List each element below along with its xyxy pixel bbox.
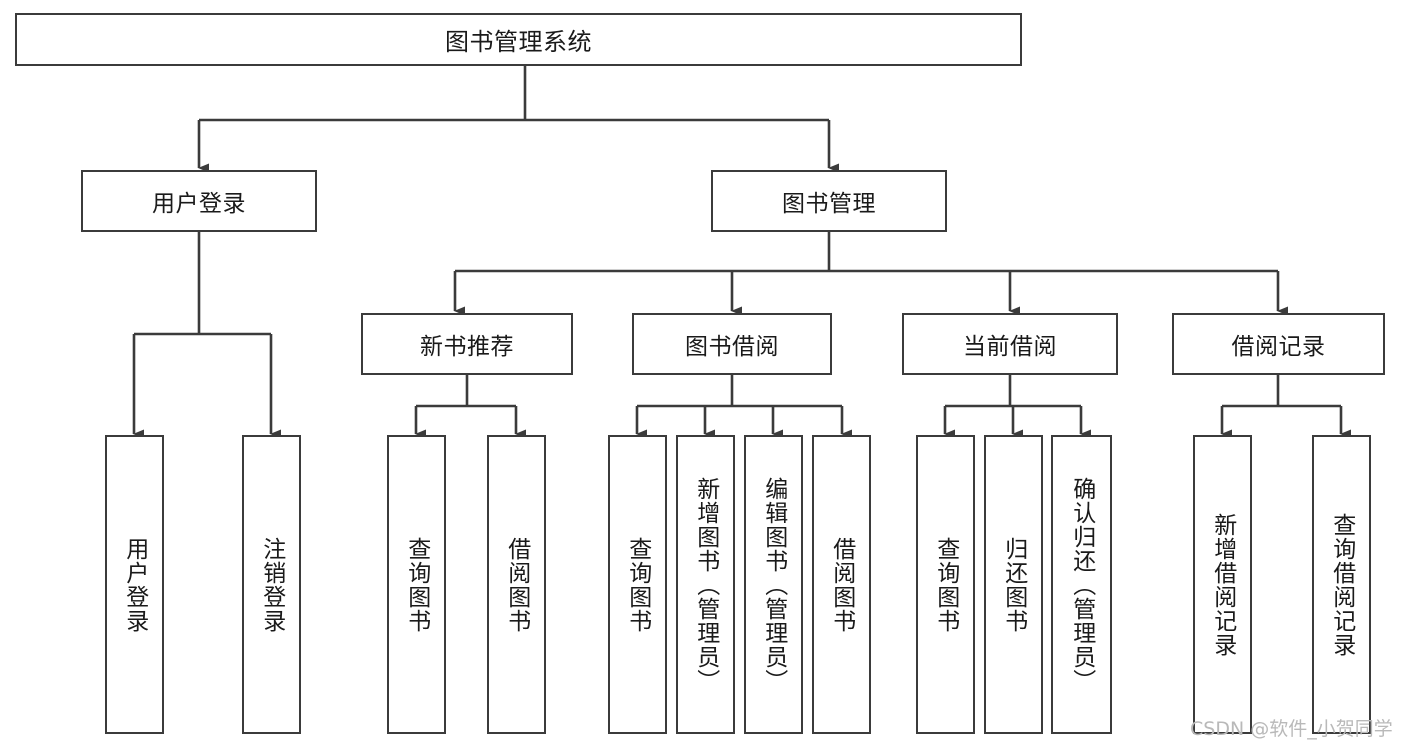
leaf-book-borrow-query[interactable]: 查询图书 bbox=[608, 435, 667, 734]
leaf-user-login-login[interactable]: 用户登录 bbox=[105, 435, 164, 734]
node-label: 图书借阅 bbox=[685, 334, 779, 360]
node-label: 查询借阅记录 bbox=[1328, 512, 1355, 657]
node-label: 查询图书 bbox=[403, 536, 430, 633]
node-label: 编辑图书（管理员） bbox=[760, 476, 787, 693]
node-label: 确认归还（管理员） bbox=[1068, 476, 1095, 693]
node-label: 用户登录 bbox=[121, 536, 148, 633]
node-label: 新增借阅记录 bbox=[1209, 512, 1236, 657]
node-label: 当前借阅 bbox=[963, 334, 1057, 360]
leaf-current-borrow-return[interactable]: 归还图书 bbox=[984, 435, 1043, 734]
csdn-watermark: CSDN @软件_小贺同学 bbox=[1190, 718, 1393, 740]
node-label: 借阅图书 bbox=[828, 536, 855, 633]
leaf-user-login-logout[interactable]: 注销登录 bbox=[242, 435, 301, 734]
leaf-current-borrow-confirm-return[interactable]: 确认归还（管理员） bbox=[1051, 435, 1112, 734]
node-label: 图书管理系统 bbox=[445, 28, 592, 56]
node-label: 新增图书（管理员） bbox=[692, 476, 719, 693]
node-new-book-recommend[interactable]: 新书推荐 bbox=[361, 313, 573, 375]
node-label: 归还图书 bbox=[1000, 536, 1027, 633]
leaf-book-borrow-borrow[interactable]: 借阅图书 bbox=[812, 435, 871, 734]
leaf-borrow-record-add[interactable]: 新增借阅记录 bbox=[1193, 435, 1252, 734]
leaf-book-borrow-add[interactable]: 新增图书（管理员） bbox=[676, 435, 735, 734]
node-user-login[interactable]: 用户登录 bbox=[81, 170, 317, 232]
node-label: 用户登录 bbox=[152, 191, 246, 217]
node-label: 注销登录 bbox=[258, 536, 285, 633]
node-label: 查询图书 bbox=[624, 536, 651, 633]
node-book-borrow[interactable]: 图书借阅 bbox=[632, 313, 832, 375]
node-label: 查询图书 bbox=[932, 536, 959, 633]
node-book-management[interactable]: 图书管理 bbox=[711, 170, 947, 232]
node-root-book-management-system[interactable]: 图书管理系统 bbox=[15, 13, 1022, 66]
leaf-new-book-query[interactable]: 查询图书 bbox=[387, 435, 446, 734]
node-label: 图书管理 bbox=[782, 191, 876, 217]
leaf-book-borrow-edit[interactable]: 编辑图书（管理员） bbox=[744, 435, 803, 734]
leaf-current-borrow-query[interactable]: 查询图书 bbox=[916, 435, 975, 734]
leaf-new-book-borrow[interactable]: 借阅图书 bbox=[487, 435, 546, 734]
node-label: 借阅图书 bbox=[503, 536, 530, 633]
node-current-borrow[interactable]: 当前借阅 bbox=[902, 313, 1118, 375]
node-label: 借阅记录 bbox=[1231, 334, 1326, 360]
node-label: 新书推荐 bbox=[420, 334, 514, 360]
node-borrow-record[interactable]: 借阅记录 bbox=[1172, 313, 1385, 375]
leaf-borrow-record-query[interactable]: 查询借阅记录 bbox=[1312, 435, 1371, 734]
